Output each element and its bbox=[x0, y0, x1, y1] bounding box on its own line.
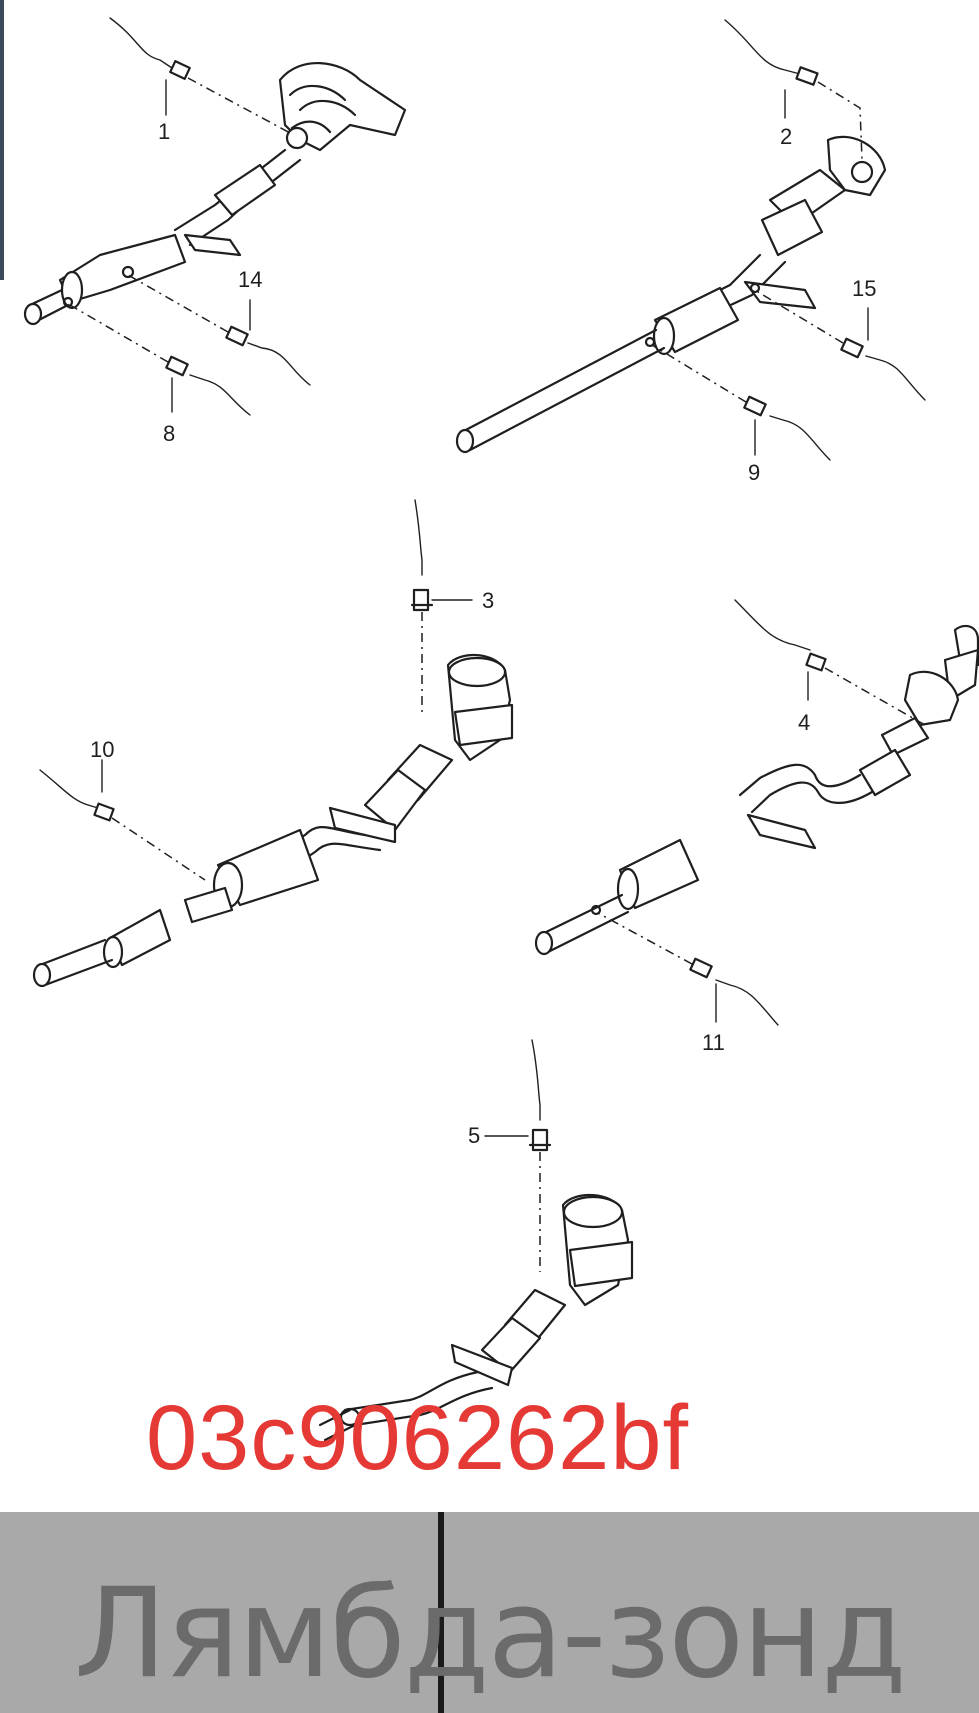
callout-14: 14 bbox=[238, 267, 262, 292]
callout-9: 9 bbox=[748, 460, 760, 485]
callout-2: 2 bbox=[780, 124, 792, 149]
footer-banner: Лямбда-зонд bbox=[0, 1512, 979, 1713]
callout-8: 8 bbox=[163, 421, 175, 446]
exhaust-assembly-a: 1 14 8 bbox=[23, 17, 407, 446]
callout-1: 1 bbox=[158, 119, 170, 144]
callout-4: 4 bbox=[798, 710, 810, 735]
exhaust-assembly-d: 4 11 bbox=[534, 599, 979, 1055]
exhaust-assembly-b: 2 15 9 bbox=[455, 19, 926, 485]
callout-10: 10 bbox=[90, 737, 114, 762]
callout-3: 3 bbox=[482, 588, 494, 613]
banner-divider bbox=[438, 1512, 444, 1713]
exhaust-assembly-e: 5 bbox=[318, 1039, 634, 1442]
callout-15: 15 bbox=[852, 276, 876, 301]
part-number-overlay: 03c906262bf bbox=[146, 1387, 690, 1489]
callout-5: 5 bbox=[468, 1123, 480, 1148]
banner-title: Лямбда-зонд bbox=[74, 1562, 907, 1706]
left-edge-strip bbox=[0, 0, 4, 280]
exhaust-lambda-sensor-diagram: 1 14 8 2 15 9 bbox=[23, 17, 979, 1442]
callout-11: 11 bbox=[702, 1030, 725, 1055]
exhaust-assembly-c: 3 10 bbox=[32, 499, 514, 988]
